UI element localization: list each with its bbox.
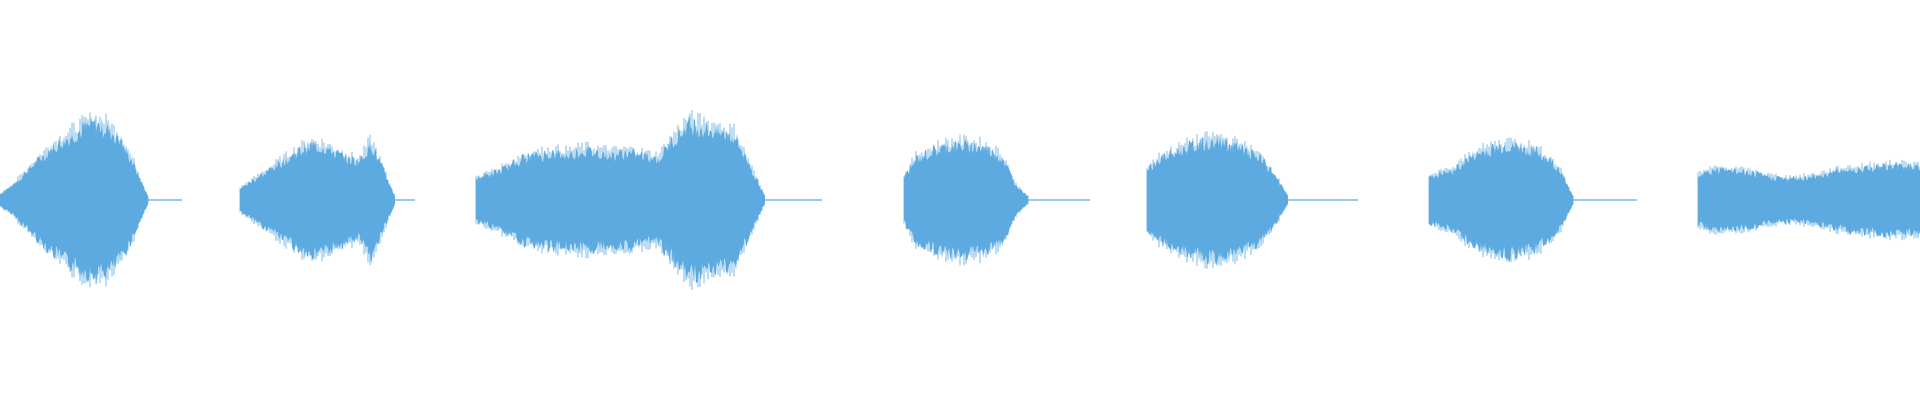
waveform-segment-1 [0,112,182,288]
waveform-segment-6 [1428,137,1637,263]
waveform-body [1698,162,1920,238]
waveform-segment-5 [1146,131,1358,269]
waveform-segment-7 [1697,159,1920,241]
waveform-segment-3 [475,110,822,290]
waveform-segment-4 [903,134,1090,266]
waveform-segment-2 [239,134,415,266]
